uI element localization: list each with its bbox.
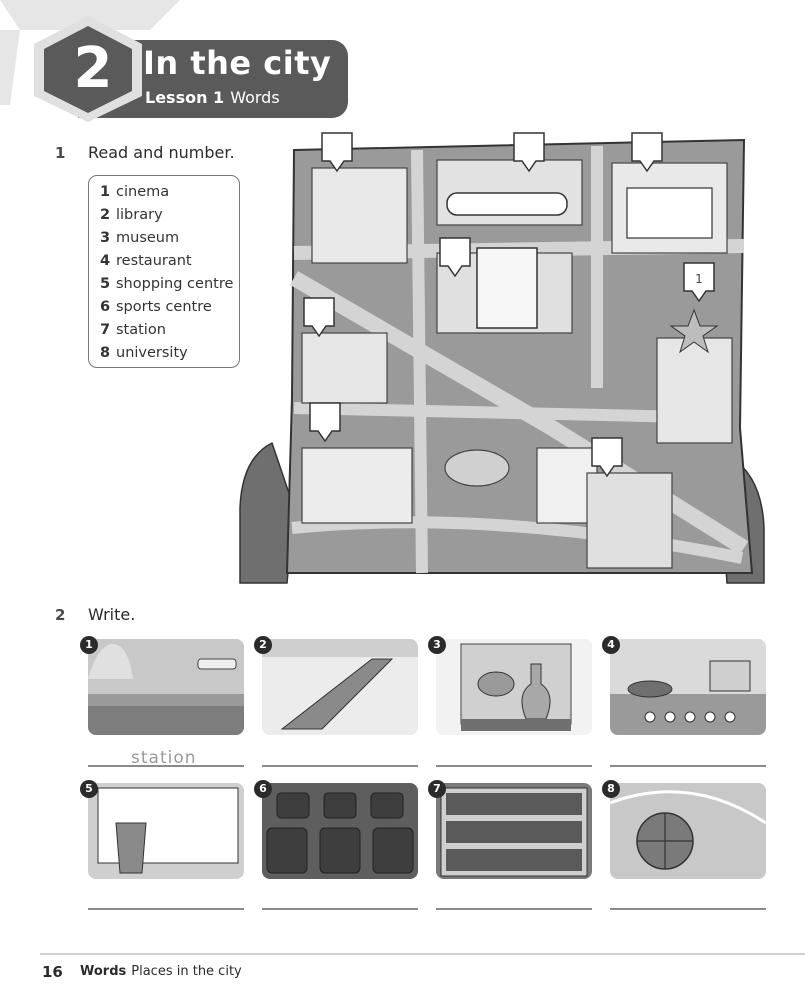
picture-6 (262, 783, 418, 879)
picture-7 (436, 783, 592, 879)
bookshelf-icon (436, 783, 592, 879)
answer-line-8[interactable] (610, 908, 766, 910)
escalator-icon (262, 639, 418, 735)
picture-number-badge: 5 (80, 780, 98, 798)
kitchen-stove-icon (610, 639, 766, 735)
museum-display-icon (436, 639, 592, 735)
hexagon-decoration (0, 0, 180, 105)
footer-section: Words (80, 964, 127, 979)
unit-number: 2 (73, 36, 113, 101)
picture-number-badge: 2 (254, 636, 272, 654)
lesson-subtitle: Lesson 1 Words (145, 88, 280, 107)
example-answer: station (131, 748, 197, 768)
picture-4 (610, 639, 766, 735)
exercise-1-instruction: Read and number. (88, 143, 235, 162)
basketball-icon (610, 783, 766, 879)
picture-1 (88, 639, 244, 735)
exercise-2-number: 2 (55, 606, 66, 624)
picture-5 (88, 783, 244, 879)
picture-8 (610, 783, 766, 879)
picture-3 (436, 639, 592, 735)
answer-line-5[interactable] (88, 908, 244, 910)
picture-number-badge: 1 (80, 636, 98, 654)
page-number: 16 (42, 963, 63, 981)
picture-number-badge: 4 (602, 636, 620, 654)
page-title: In the city (143, 44, 332, 82)
station-platform-icon (88, 639, 244, 735)
answer-line-3[interactable] (436, 765, 592, 767)
exercise-2-instruction: Write. (88, 605, 136, 624)
answer-line-7[interactable] (436, 908, 592, 910)
lecture-podium-icon (88, 783, 244, 879)
picture-2 (262, 639, 418, 735)
answer-line-4[interactable] (610, 765, 766, 767)
picture-number-badge: 3 (428, 636, 446, 654)
footer-topic: Places in the city (131, 964, 242, 979)
lesson-label: Lesson 1 (145, 88, 225, 107)
city-map-illustration: 1 (239, 132, 765, 584)
cinema-seats-icon (262, 783, 418, 879)
picture-number-badge: 6 (254, 780, 272, 798)
exercise-1-number: 1 (55, 144, 66, 162)
lesson-name: Words (230, 88, 280, 107)
answer-line-1[interactable] (88, 765, 244, 767)
unit-number-hexagon (34, 16, 142, 122)
picture-number-badge: 7 (428, 780, 446, 798)
footer-section-label: Words Places in the city (80, 964, 242, 979)
answer-line-2[interactable] (262, 765, 418, 767)
map-example-answer: 1 (695, 272, 703, 286)
answer-line-6[interactable] (262, 908, 418, 910)
footer-divider (40, 953, 805, 955)
picture-number-badge: 8 (602, 780, 620, 798)
